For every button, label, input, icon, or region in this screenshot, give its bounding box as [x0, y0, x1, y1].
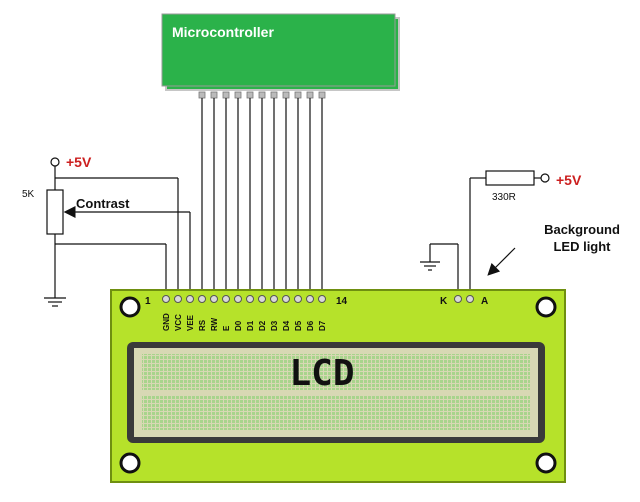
pin-d4 — [282, 295, 290, 303]
power-label-right: +5V — [556, 172, 582, 188]
cathode-label: K — [440, 296, 448, 307]
pin-d3 — [270, 295, 278, 303]
mcu-pin — [222, 91, 230, 99]
anode-label: A — [481, 296, 488, 307]
pin-d6 — [306, 295, 314, 303]
pin-label-e: E — [222, 325, 231, 331]
pin-label-d0: D0 — [234, 320, 243, 331]
mounting-hole-icon — [119, 452, 141, 474]
backlight-arrow — [487, 247, 516, 276]
pin-rw — [210, 295, 218, 303]
pin-label-d2: D2 — [258, 320, 267, 331]
pin-last-label: 14 — [336, 296, 348, 307]
mcu-pin — [210, 91, 218, 99]
lcd-pin-header — [162, 295, 326, 303]
resistor-value-label: 330R — [492, 192, 516, 203]
vcc-terminal-right — [540, 173, 550, 183]
pin-vcc — [174, 295, 182, 303]
mcu-pin — [198, 91, 206, 99]
microcontroller-face — [161, 13, 396, 87]
vcc-terminal-left — [50, 157, 60, 167]
power-label-top: +5V — [66, 154, 92, 170]
pin-d7 — [318, 295, 326, 303]
mcu-pin — [318, 91, 326, 99]
potentiometer-body — [46, 189, 64, 235]
lcd-screen-text: LCD — [289, 353, 354, 394]
pin-label-d3: D3 — [270, 320, 279, 331]
mounting-hole-icon — [535, 452, 557, 474]
contrast-label: Contrast — [76, 196, 130, 211]
bus-wires — [201, 98, 323, 295]
microcontroller-label: Microcontroller — [172, 24, 274, 40]
pin-label-gnd: GND — [162, 313, 171, 331]
pin-a — [466, 295, 474, 303]
mcu-pin — [282, 91, 290, 99]
pin-label-d1: D1 — [246, 320, 255, 331]
pin-d1 — [246, 295, 254, 303]
pin-d2 — [258, 295, 266, 303]
microcontroller-pins — [198, 91, 326, 99]
backlight-pins — [454, 295, 474, 303]
pin-d5 — [294, 295, 302, 303]
pot-value-label: 5K — [22, 189, 35, 200]
mcu-pin — [294, 91, 302, 99]
pin-d0 — [234, 295, 242, 303]
pin-label-d5: D5 — [294, 320, 303, 331]
lcd-row-1 — [142, 354, 530, 390]
mcu-pin — [246, 91, 254, 99]
backlight-label-line1: Background — [544, 222, 620, 237]
pin-label-d4: D4 — [282, 320, 291, 331]
mcu-pin — [258, 91, 266, 99]
contrast-circuit — [44, 157, 191, 307]
pin-label-rs: RS — [198, 319, 207, 331]
lcd-row-2 — [142, 396, 530, 430]
backlight-label-line2: LED light — [553, 239, 611, 254]
pin-k — [454, 295, 462, 303]
backlight-circuit — [420, 170, 550, 294]
pin-label-d6: D6 — [306, 320, 315, 331]
mounting-hole-icon — [535, 296, 557, 318]
pin-first-label: 1 — [145, 296, 151, 307]
pin-label-vcc: VCC — [174, 314, 183, 331]
mcu-pin — [270, 91, 278, 99]
pin-vee — [186, 295, 194, 303]
mcu-pin — [234, 91, 242, 99]
pin-label-rw: RW — [210, 317, 219, 331]
pin-label-vee: VEE — [186, 314, 195, 331]
microcontroller: Microcontroller — [161, 13, 400, 99]
pin-rs — [198, 295, 206, 303]
pin-gnd — [162, 295, 170, 303]
mounting-hole-icon — [119, 296, 141, 318]
mounting-holes — [119, 296, 557, 474]
pin-e — [222, 295, 230, 303]
pin-label-d7: D7 — [318, 320, 327, 331]
resistor-body — [485, 170, 535, 186]
mcu-pin — [306, 91, 314, 99]
